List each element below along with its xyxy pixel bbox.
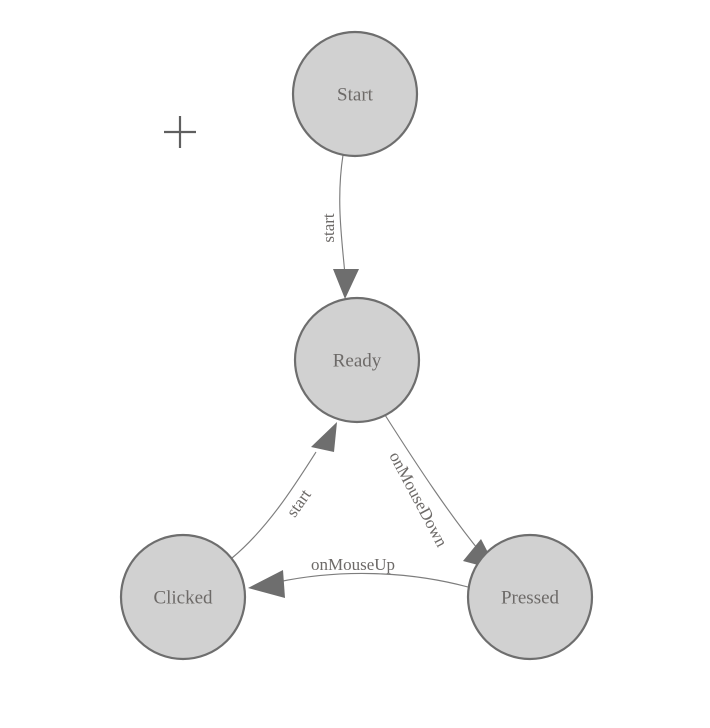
node-pressed[interactable]: Pressed	[466, 533, 594, 661]
edge-ready-to-pressed[interactable]: onMouseDown	[384, 414, 497, 570]
node-ready[interactable]: Ready	[293, 296, 421, 424]
node-clicked[interactable]: Clicked	[119, 533, 247, 661]
edge-start-to-ready-label: start	[319, 213, 338, 243]
node-pressed-circle[interactable]	[466, 533, 594, 661]
node-ready-circle[interactable]	[293, 296, 421, 424]
node-ready-label: Ready	[333, 350, 382, 371]
crosshair-cursor	[164, 116, 196, 148]
node-pressed-label: Pressed	[501, 587, 560, 608]
edge-clicked-to-ready[interactable]: start	[231, 422, 337, 559]
edge-pressed-to-clicked-path	[277, 572, 469, 588]
edge-start-to-ready-path	[339, 154, 346, 276]
node-start-circle[interactable]	[291, 30, 419, 158]
edge-pressed-to-clicked[interactable]: onMouseUp	[248, 555, 469, 598]
edge-pressed-to-clicked-arrowhead	[248, 570, 285, 598]
edge-start-to-ready-arrowhead	[333, 269, 359, 299]
edge-ready-to-pressed-path	[384, 414, 482, 554]
edge-pressed-to-clicked-label: onMouseUp	[311, 555, 395, 574]
edge-clicked-to-ready-label: start	[283, 485, 316, 520]
edge-clicked-to-ready-arrowhead	[311, 422, 337, 452]
edge-clicked-to-ready-path	[231, 451, 317, 559]
node-clicked-label: Clicked	[153, 587, 213, 608]
node-clicked-circle[interactable]	[119, 533, 247, 661]
node-start[interactable]: Start	[291, 30, 419, 158]
edge-start-to-ready[interactable]: start	[319, 154, 359, 299]
node-start-label: Start	[337, 84, 374, 105]
